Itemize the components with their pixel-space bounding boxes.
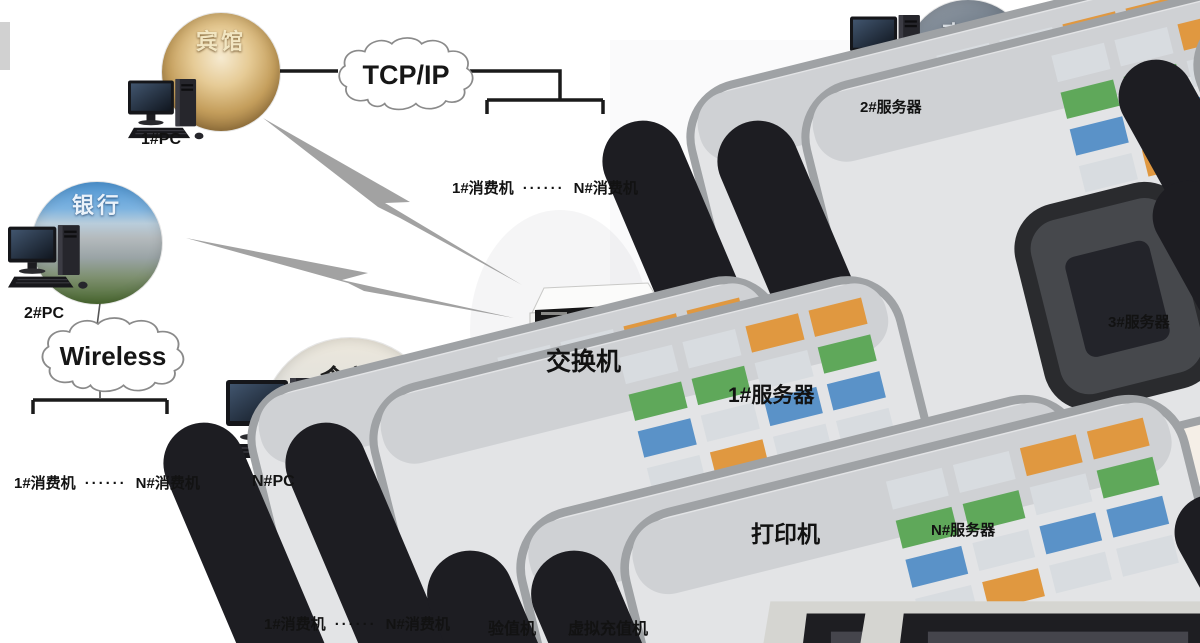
lightning-bolts <box>186 118 522 391</box>
lightning-hotel-switch-icon <box>263 118 522 285</box>
pos-first-label: 1#消费机 <box>264 616 326 633</box>
label-validator: 验值机 <box>488 621 537 638</box>
cloud-shape-icon <box>41 317 185 393</box>
pos-first-label: 1#消费机 <box>452 180 514 197</box>
pos-first-label: 1#消费机 <box>14 475 76 492</box>
virtual-recharge-machine <box>819 601 1200 643</box>
label-printer: 打印机 <box>751 521 820 547</box>
cloud-tcpip: TCP/IP <box>335 36 477 114</box>
wireless-pos-bus <box>31 398 169 414</box>
pc-bank <box>8 224 88 290</box>
label-shenzhen-server: 1#服务器 <box>728 384 815 407</box>
label-bank-pc: 2#PC <box>24 305 65 322</box>
pos-last-label: N#消费机 <box>573 180 638 197</box>
site-label-hotel: 宾馆 <box>195 28 246 54</box>
pos-group-label-rs485: 1#消费机 ······ N#消费机 <box>264 613 450 634</box>
label-switch: 交换机 <box>546 348 622 376</box>
tcpip-pos-bus <box>485 98 605 114</box>
pos-last-label: N#消费机 <box>385 616 450 633</box>
cloud-wireless: Wireless <box>38 316 188 396</box>
cloud-label-wireless: Wireless <box>59 340 167 371</box>
pos-dots: ······ <box>334 616 377 633</box>
pos-dots: ······ <box>522 180 565 197</box>
pos-group-label-tcp: 1#消费机 ······ N#消费机 <box>452 177 638 198</box>
pos-group-label-wireless: 1#消费机 ······ N#消费机 <box>14 472 200 493</box>
pos-dots: ······ <box>84 475 127 492</box>
cloud-shape-icon <box>338 37 474 111</box>
label-nanjing-server: 2#服务器 <box>860 99 922 116</box>
label-fuzhou-server: 3#服务器 <box>1108 314 1170 331</box>
label-yunnan-server: N#服务器 <box>931 522 996 539</box>
pos-last-label: N#消费机 <box>135 475 200 492</box>
line-tcpip-to-posbus <box>470 69 562 100</box>
lightning-bank-switch-icon <box>186 238 514 318</box>
label-virtual-recharge: 虚拟充值机 <box>568 621 649 638</box>
label-canteen-pc: N#PC <box>252 473 295 490</box>
site-label-bank: 银行 <box>71 193 122 219</box>
line-bank-to-wireless <box>96 302 101 327</box>
label-hotel-pc: 1#PC <box>141 131 182 148</box>
cloud-label-tcpip: TCP/IP <box>362 59 450 90</box>
